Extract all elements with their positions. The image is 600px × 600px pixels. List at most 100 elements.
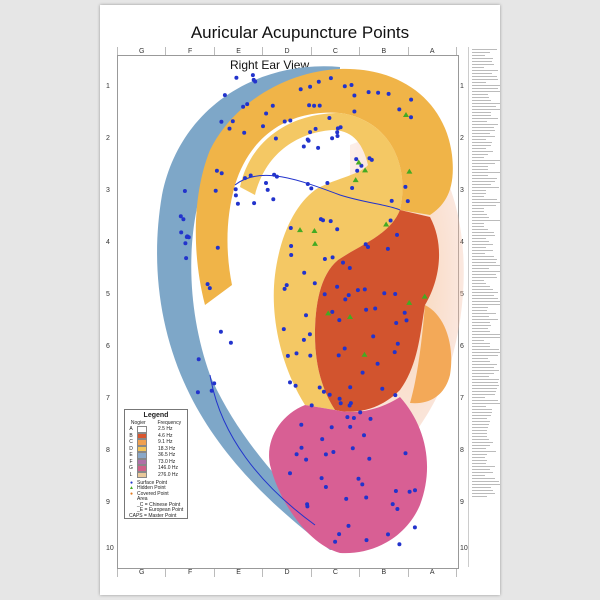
index-list-line	[472, 310, 487, 311]
acupoint-marker	[347, 266, 352, 270]
acupoint-marker	[298, 87, 303, 92]
index-list-line	[472, 382, 498, 383]
acupoint-marker	[358, 410, 363, 415]
index-list-line	[472, 463, 486, 464]
acupoint-marker	[375, 361, 380, 366]
acupoint-marker	[213, 188, 218, 193]
acupoint-marker	[304, 457, 309, 462]
hidden-point-marker-icon	[406, 168, 413, 174]
acupoint-marker	[368, 416, 373, 421]
acupoint-marker	[309, 186, 314, 191]
acupoint-marker	[335, 284, 340, 289]
acupoint-marker	[366, 245, 370, 249]
helix-region	[195, 68, 453, 306]
index-list-line	[472, 130, 495, 131]
legend-header-frequency: Frequency	[157, 420, 182, 426]
acupoint-marker	[316, 145, 321, 150]
index-list-line	[472, 52, 490, 53]
index-list-line	[472, 172, 500, 173]
acupoint-marker	[319, 476, 324, 481]
index-list-line	[472, 97, 489, 98]
acupoint-marker	[178, 214, 183, 219]
legend-point-type-row: _C = Chinese Point	[125, 502, 187, 508]
index-list-line	[472, 70, 498, 71]
acupoint-marker	[195, 390, 200, 395]
acupoint-marker	[367, 456, 372, 461]
index-list-line	[472, 418, 487, 419]
acupoint-marker	[330, 309, 335, 314]
index-list-line	[472, 121, 487, 122]
acupoint-marker	[222, 93, 227, 98]
index-list-line	[472, 226, 484, 227]
acupoint-marker	[273, 136, 278, 141]
acupoint-marker	[333, 539, 338, 544]
acupoint-marker	[184, 256, 189, 261]
index-list-line	[472, 106, 496, 107]
point-type-marker-icon: ●	[129, 479, 134, 486]
index-list-line	[472, 208, 484, 209]
hidden-point-marker-icon	[421, 293, 428, 299]
row-label: 7	[106, 395, 110, 402]
index-list-line	[472, 442, 493, 443]
index-list-line	[472, 157, 484, 158]
index-list-line	[472, 58, 493, 59]
index-list-line	[472, 79, 498, 80]
index-list-line	[472, 436, 487, 437]
acupoint-marker	[288, 118, 293, 123]
acupoint-marker	[412, 525, 417, 530]
acupoint-marker	[362, 287, 367, 292]
index-list-line	[472, 193, 486, 194]
index-list-line	[472, 304, 500, 305]
acupoint-marker	[271, 197, 276, 202]
index-list-line	[472, 388, 497, 389]
acupoint-markers	[178, 73, 428, 547]
index-list-line	[472, 367, 494, 368]
legend-point-type-row: ●Surface Point	[125, 480, 187, 486]
acupoint-marker	[338, 125, 343, 130]
index-list-line	[472, 268, 489, 269]
acupoint-marker	[264, 181, 268, 185]
index-list-line	[472, 376, 489, 377]
row-label: 10	[106, 545, 114, 552]
acupoint-marker	[305, 182, 310, 186]
legend-point-type-row: _E = European Point	[125, 507, 187, 513]
acupoint-marker	[345, 415, 350, 420]
index-list-line	[472, 430, 487, 431]
index-list-line	[472, 331, 490, 332]
frequency-letter: B	[129, 432, 133, 439]
index-list-line	[472, 337, 500, 338]
index-list-line	[472, 439, 489, 440]
acupoint-marker	[352, 109, 357, 114]
acupoint-marker	[395, 507, 400, 511]
index-list-line	[472, 394, 495, 395]
frequency-swatch	[137, 432, 147, 439]
acupoint-marker	[288, 380, 292, 385]
acupoint-marker	[363, 242, 368, 247]
acupoint-marker	[364, 495, 369, 500]
acupoint-marker	[233, 193, 238, 198]
index-list-line	[472, 487, 491, 488]
index-list-line	[472, 472, 493, 473]
acupoint-marker	[320, 437, 325, 442]
acupoint-marker	[359, 163, 364, 168]
acupoint-marker	[354, 157, 359, 162]
ear-illustration	[157, 66, 464, 554]
index-list-line	[472, 103, 500, 104]
index-list-line	[472, 316, 489, 317]
acupoint-marker	[393, 489, 398, 493]
legend-header-nogier: Nogier	[130, 420, 146, 426]
acupoint-marker	[322, 292, 327, 297]
acupoint-marker	[360, 370, 365, 375]
acupoint-marker	[227, 126, 232, 131]
acupoint-marker	[212, 381, 217, 386]
acupoint-marker	[302, 270, 307, 275]
acupoint-marker	[330, 136, 335, 141]
acupoint-marker	[179, 230, 184, 235]
acupoint-marker	[329, 425, 334, 430]
index-list-line	[472, 385, 499, 386]
index-list-line	[472, 49, 497, 50]
row-label: 9	[460, 499, 464, 506]
index-list-line	[472, 328, 488, 329]
acupoint-marker	[274, 174, 279, 179]
acupoint-marker	[395, 232, 399, 237]
